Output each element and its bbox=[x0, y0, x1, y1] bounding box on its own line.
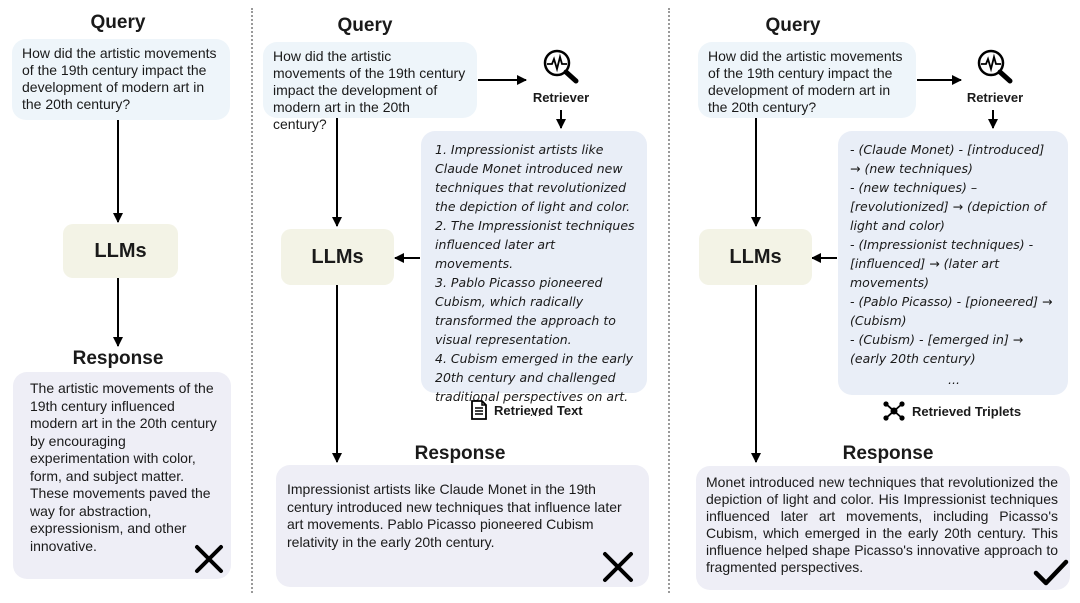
retrieved-triplets-label-text: Retrieved Triplets bbox=[912, 403, 1022, 419]
response-text-2: Impressionist artists like Claude Monet … bbox=[287, 481, 622, 550]
magnifier-pulse-icon bbox=[543, 49, 579, 84]
response-text-3: Monet introduced new techniques that rev… bbox=[706, 474, 1058, 575]
retrieved-text-box: 1. Impressionist artists like Claude Mon… bbox=[421, 131, 647, 418]
query-title-3: Query bbox=[765, 15, 821, 36]
context-item: - (Cubism) - [emerged in] → (early 20th … bbox=[850, 332, 1024, 366]
context-item: 1. Impressionist artists like Claude Mon… bbox=[435, 142, 631, 214]
retrieved-text-label: Retrieved Text bbox=[470, 400, 583, 420]
query-box-2: How did the artistic movements of the 19… bbox=[263, 42, 477, 132]
query-title-2: Query bbox=[337, 15, 393, 36]
retrieved-triplets-box: - (Claude Monet) - [introduced] → (new t… bbox=[838, 131, 1068, 395]
check-icon bbox=[1033, 559, 1069, 586]
retrieved-text-label-text: Retrieved Text bbox=[494, 402, 583, 418]
context-item: 4. Cubism emerged in the early 20th cent… bbox=[435, 351, 634, 404]
retriever-label-3: Retriever bbox=[966, 90, 1024, 105]
response-title-3: Response bbox=[842, 443, 934, 464]
context-item: 2. The Impressionist techniques influenc… bbox=[435, 218, 635, 271]
context-item: - (Pablo Picasso) - [pioneered] → (Cubis… bbox=[850, 294, 1053, 328]
context-ellipsis: ... bbox=[948, 372, 960, 387]
cross-icon bbox=[195, 545, 223, 573]
context-item: - (new techniques) – [revolutionized] → … bbox=[850, 180, 1046, 233]
response-box-3: Monet introduced new techniques that rev… bbox=[696, 466, 1070, 590]
retriever-label-2: Retriever bbox=[532, 90, 590, 105]
response-text-1: The artistic movements of the 19th centu… bbox=[30, 380, 217, 554]
context-item: 3. Pablo Picasso pioneered Cubism, which… bbox=[435, 275, 616, 347]
query-title-1: Query bbox=[90, 12, 146, 33]
panel-separator-2 bbox=[668, 8, 670, 593]
llm-box-3: LLMs bbox=[699, 229, 812, 285]
llm-box-1: LLMs bbox=[63, 224, 178, 278]
response-title-1: Response bbox=[72, 348, 164, 369]
query-box-3: How did the artistic movements of the 19… bbox=[698, 42, 916, 118]
retrieved-triplets-label: Retrieved Triplets bbox=[882, 400, 1021, 422]
response-box-2: Impressionist artists like Claude Monet … bbox=[276, 465, 649, 587]
llm-box-2: LLMs bbox=[281, 229, 394, 285]
panel-separator-1 bbox=[251, 8, 253, 593]
magnifier-pulse-icon bbox=[977, 49, 1013, 84]
query-box-1: How did the artistic movements of the 19… bbox=[12, 39, 230, 120]
context-item: - (Impressionist techniques) - [influenc… bbox=[850, 237, 1034, 290]
graph-nodes-icon bbox=[883, 401, 905, 421]
cross-icon bbox=[603, 552, 633, 582]
response-title-2: Response bbox=[414, 443, 506, 464]
response-box-1: The artistic movements of the 19th centu… bbox=[13, 372, 231, 579]
context-ellipsis: ... bbox=[530, 404, 542, 419]
document-icon bbox=[471, 400, 487, 420]
context-item: - (Claude Monet) - [introduced] → (new t… bbox=[850, 142, 1045, 176]
